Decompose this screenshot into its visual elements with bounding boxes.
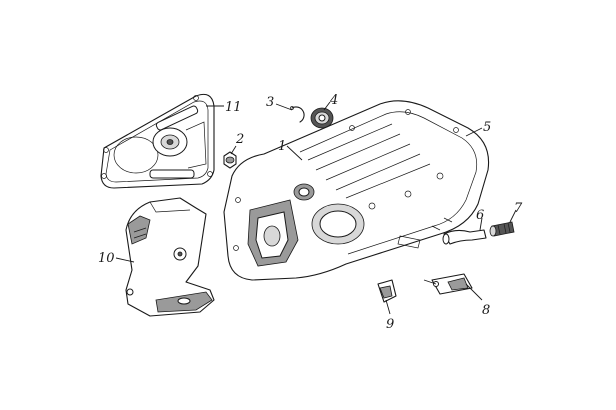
- part-7-fitting: [489, 221, 515, 237]
- leader-1: [286, 145, 303, 161]
- callout-8: 8: [482, 303, 490, 318]
- part-8-bracket-plate: [423, 273, 473, 295]
- callout-7: 7: [514, 201, 523, 216]
- callout-5: 5: [483, 120, 491, 135]
- leader-4: [323, 101, 331, 111]
- part-11-inner-cover-plate: [100, 93, 215, 189]
- leader-7: [509, 209, 517, 223]
- part-10-lower-guard: [125, 197, 215, 317]
- callout-4: 4: [329, 93, 338, 108]
- callout-11: 11: [225, 100, 242, 115]
- part-3-circlip: [290, 106, 305, 123]
- callout-9: 9: [386, 317, 394, 332]
- leader-6: [479, 217, 483, 231]
- leader-3: [275, 103, 293, 111]
- leader-10: [115, 257, 135, 263]
- leader-8: [465, 283, 483, 301]
- part-9-clip: [377, 279, 397, 303]
- callout-3: 3: [266, 95, 274, 110]
- leader-2: [230, 145, 237, 155]
- part-6-hose: [442, 229, 487, 245]
- callout-labels: 11 2 3 4 1 5 6 7 8 9 10: [98, 93, 523, 332]
- leader-lines: [115, 101, 517, 315]
- callout-6: 6: [476, 208, 484, 223]
- callout-10: 10: [98, 251, 115, 266]
- part-4-bearing: [310, 107, 334, 129]
- part-5-crankcase-cover: [223, 100, 490, 281]
- leader-5: [465, 127, 483, 137]
- callout-2: 2: [235, 132, 244, 147]
- leader-9: [385, 299, 391, 315]
- callout-1: 1: [278, 139, 286, 154]
- part-2-bushing: [223, 151, 237, 169]
